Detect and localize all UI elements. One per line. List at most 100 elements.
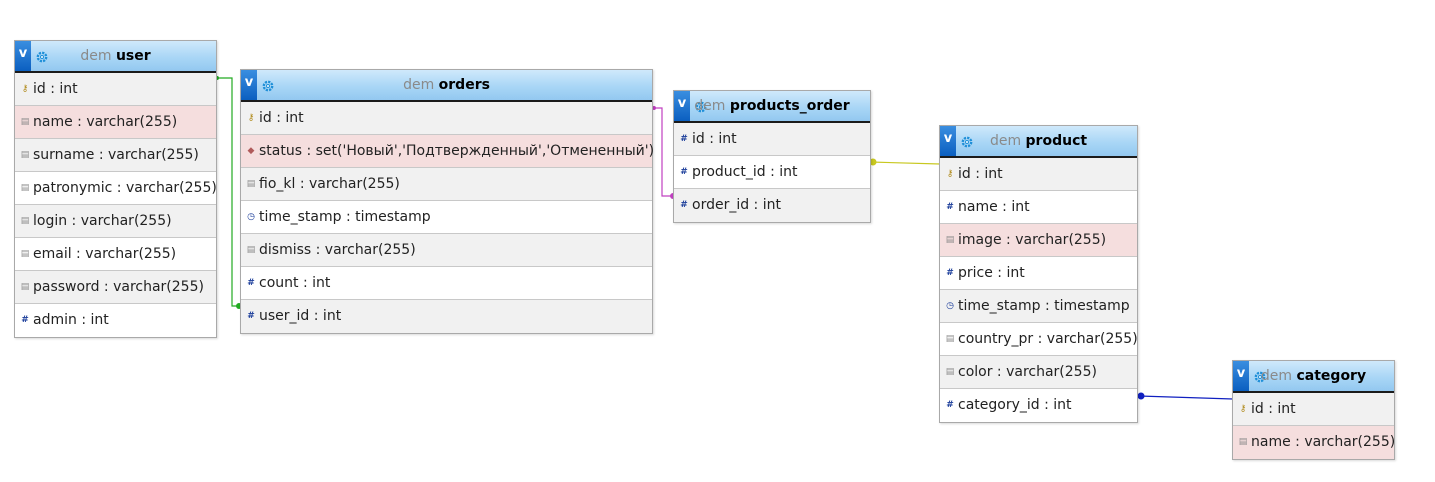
table-title: dem category — [1233, 361, 1394, 391]
collapse-toggle-button[interactable]: v — [1233, 361, 1249, 391]
column-row[interactable]: ▤country_pr : varchar(255) — [940, 323, 1138, 356]
gear-icon[interactable] — [1253, 369, 1267, 383]
column-row[interactable]: #product_id : int — [674, 156, 870, 189]
column-label: category_id : int — [958, 397, 1072, 413]
key-icon: ⚷ — [247, 113, 255, 123]
column-row[interactable]: # admin : int — [15, 304, 216, 337]
column-label: name : int — [958, 199, 1030, 215]
column-row[interactable]: ▤name : varchar(255) — [15, 106, 216, 139]
link-products-order-product-dot — [869, 158, 877, 166]
time-icon: ◷ — [247, 212, 255, 222]
column-label: surname : varchar(255) — [33, 147, 199, 163]
hash-icon: # — [946, 268, 954, 278]
string-icon: ▤ — [20, 249, 30, 259]
column-label: patronymic : varchar(255) — [33, 180, 217, 196]
column-row[interactable]: ⚷ id : int — [241, 102, 652, 135]
column-row[interactable]: ▤email : varchar(255) — [15, 238, 216, 271]
column-row[interactable]: ▤login : varchar(255) — [15, 205, 216, 238]
string-icon: ▤ — [246, 245, 256, 255]
column-row[interactable]: ◷time_stamp : timestamp — [241, 201, 652, 234]
column-row[interactable]: ⚷id : int — [15, 73, 216, 106]
column-row[interactable]: #name : int — [940, 191, 1137, 224]
column-row[interactable]: ⚷id : int — [940, 158, 1137, 191]
gear-icon[interactable] — [694, 99, 708, 113]
column-row[interactable]: # user_id : int — [241, 300, 652, 333]
column-row[interactable]: ▤color : varchar(255) — [940, 356, 1137, 389]
enum-icon: ◆ — [247, 146, 255, 156]
column-label: color : varchar(255) — [958, 364, 1097, 380]
column-row[interactable]: ◆status : set('Новый','Подтвержденный','… — [241, 135, 654, 168]
table-title: dem product — [940, 126, 1137, 156]
column-row[interactable]: # price : int — [940, 257, 1137, 290]
column-label: fio_kl : varchar(255) — [259, 176, 400, 192]
string-icon: ▤ — [945, 235, 955, 245]
column-label: id : int — [692, 131, 737, 147]
link-product-category-dot — [1137, 392, 1145, 400]
column-label: id : int — [33, 81, 78, 97]
column-row[interactable]: ▤name : varchar(255) — [1233, 426, 1396, 459]
column-label: id : int — [259, 110, 304, 126]
collapse-toggle-button[interactable]: v — [15, 41, 31, 71]
string-icon: ▤ — [20, 282, 30, 292]
gear-icon[interactable] — [960, 134, 974, 148]
collapse-toggle-button[interactable]: v — [940, 126, 956, 156]
column-row[interactable]: ▤surname : varchar(255) — [15, 139, 216, 172]
column-label: image : varchar(255) — [958, 232, 1107, 248]
column-row[interactable]: ▤dismiss : varchar(255) — [241, 234, 652, 267]
link-orders-products-order-end-dot — [652, 106, 656, 110]
string-icon: ▤ — [20, 117, 30, 127]
string-icon: ▤ — [945, 334, 955, 344]
hash-icon: # — [247, 311, 255, 321]
column-label: price : int — [958, 265, 1025, 281]
collapse-toggle-button[interactable]: v — [241, 70, 257, 100]
column-row[interactable]: #category_id : int — [940, 389, 1137, 422]
column-row[interactable]: ▤image : varchar(255) — [940, 224, 1137, 257]
column-row[interactable]: ▤fio_kl : varchar(255) — [241, 168, 652, 201]
schema-name: dem — [694, 98, 726, 114]
column-row[interactable]: ⚷id : int — [1233, 393, 1394, 426]
column-row[interactable]: ◷time_stamp : timestamp — [940, 290, 1137, 323]
table-title: dem products_order — [674, 91, 870, 121]
string-icon: ▤ — [945, 367, 955, 377]
hash-icon: # — [247, 278, 255, 288]
column-row[interactable]: # count : int — [241, 267, 652, 300]
table-name: category — [1296, 368, 1367, 384]
hash-icon: # — [21, 315, 29, 325]
table-title: dem user — [15, 41, 216, 71]
table-name: product — [1025, 133, 1088, 149]
column-label: time_stamp : timestamp — [958, 298, 1130, 314]
column-label: user_id : int — [259, 308, 342, 324]
column-label: name : varchar(255) — [33, 114, 178, 130]
string-icon: ▤ — [246, 179, 256, 189]
column-row[interactable]: # id : int — [674, 123, 870, 156]
column-label: password : varchar(255) — [33, 279, 204, 295]
collapse-toggle-button[interactable]: v — [674, 91, 690, 121]
hash-icon: # — [680, 134, 688, 144]
column-label: name : varchar(255) — [1251, 434, 1396, 450]
column-label: id : int — [1251, 401, 1296, 417]
gear-icon[interactable] — [35, 49, 49, 63]
gear-icon[interactable] — [261, 78, 275, 92]
schema-name: dem — [1260, 368, 1293, 384]
column-label: admin : int — [33, 312, 109, 328]
table-name: user — [115, 48, 151, 64]
column-row[interactable]: ▤patronymic : varchar(255) — [15, 172, 217, 205]
column-label: count : int — [259, 275, 331, 291]
column-row[interactable]: ▤password : varchar(255) — [15, 271, 216, 304]
column-row[interactable]: #order_id : int — [674, 189, 870, 222]
string-icon: ▤ — [20, 183, 30, 193]
column-label: order_id : int — [692, 197, 781, 213]
link-user-orders — [216, 77, 240, 307]
string-icon: ▤ — [20, 216, 30, 226]
